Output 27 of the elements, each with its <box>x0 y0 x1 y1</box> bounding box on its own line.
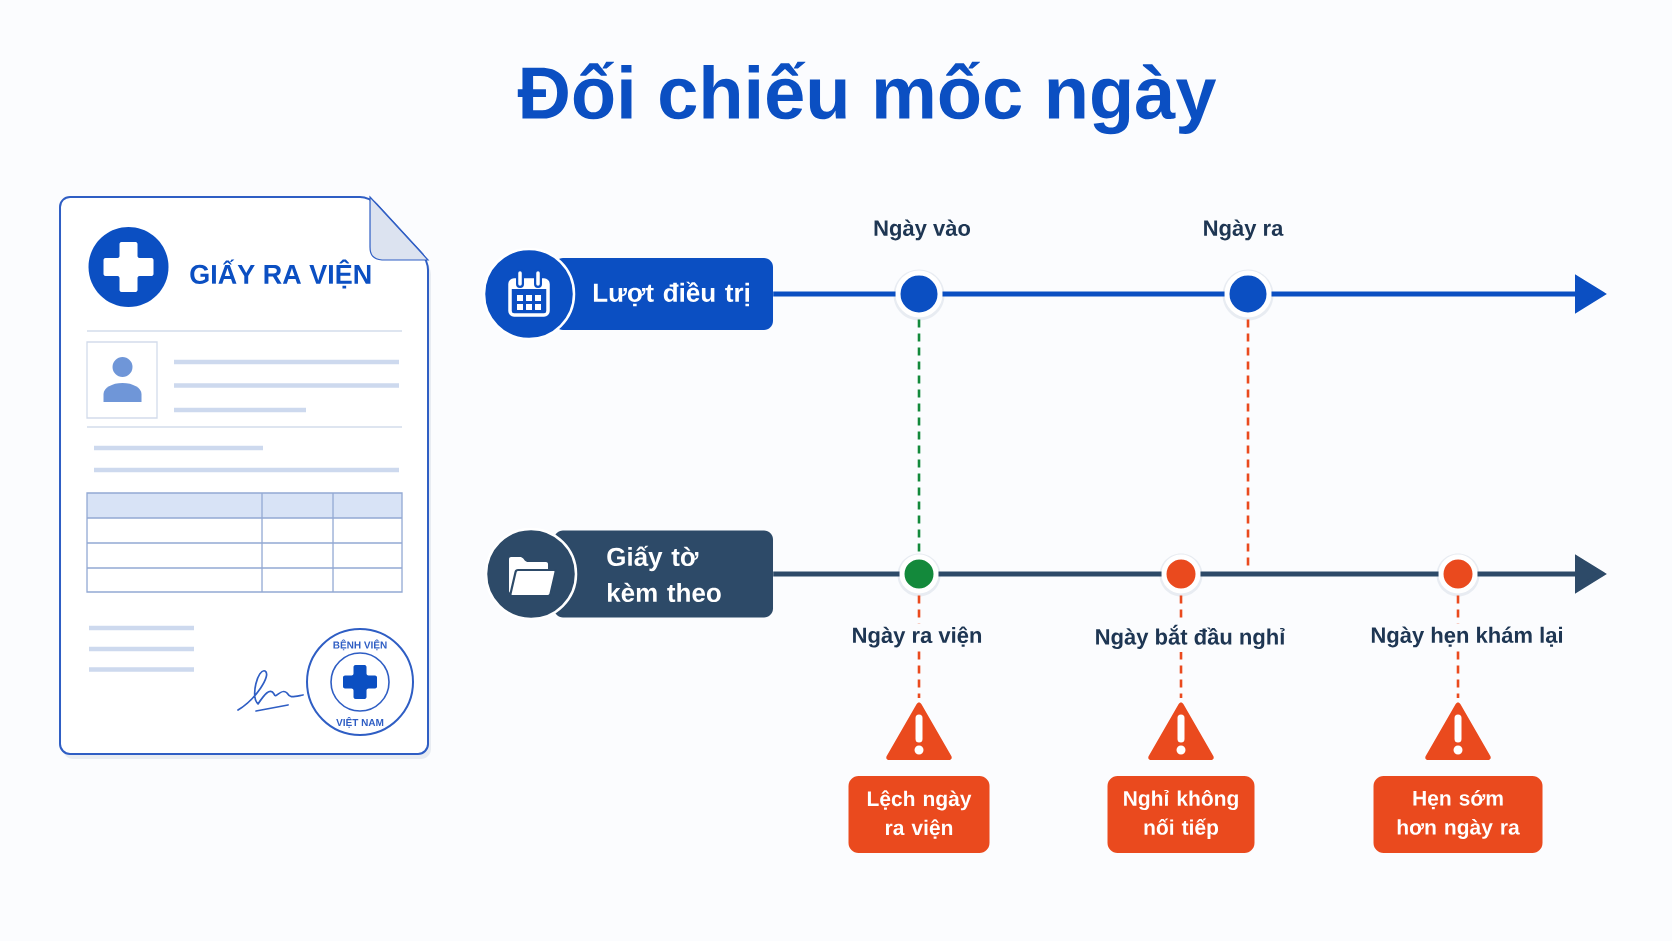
timeline-dot <box>1436 553 1480 597</box>
alert-box: Nghỉ không nối tiếp <box>1107 776 1255 853</box>
warning-sign <box>886 702 952 760</box>
date-label: Ngày ra <box>1200 216 1286 244</box>
timeline-dot <box>897 553 941 597</box>
timeline-line <box>938 571 1162 577</box>
timeline-line <box>942 291 1225 297</box>
warning-sign <box>1425 702 1491 760</box>
timeline-line <box>773 291 896 297</box>
timeline-line <box>773 571 900 577</box>
stamp: BỆNH VIỆN VIỆT NAM <box>306 628 414 736</box>
dashed-line <box>917 319 921 553</box>
label-pill: Lượt điều trị <box>482 247 773 341</box>
timeline-dot <box>1159 553 1203 597</box>
timeline-dot <box>1222 269 1274 321</box>
alert-box: Lệch ngày ra viện <box>848 776 990 853</box>
label-pill: Giấy tờ kèm theo <box>484 527 773 621</box>
date-label: Ngày bắt đầu nghỉ <box>1092 621 1288 653</box>
timeline-line <box>1200 571 1439 577</box>
timeline-dot <box>893 269 945 321</box>
title: Đối chiếu mốc ngày <box>517 61 1217 135</box>
date-label: Ngày hẹn khám lại <box>1368 623 1566 651</box>
date-label: Ngày vào <box>871 216 973 244</box>
dashed-line <box>1456 595 1460 698</box>
warning-sign <box>1148 702 1214 760</box>
date-label: Ngày ra viện <box>849 623 985 651</box>
alert-box: Hẹn sớm hơn ngày ra <box>1373 776 1543 853</box>
